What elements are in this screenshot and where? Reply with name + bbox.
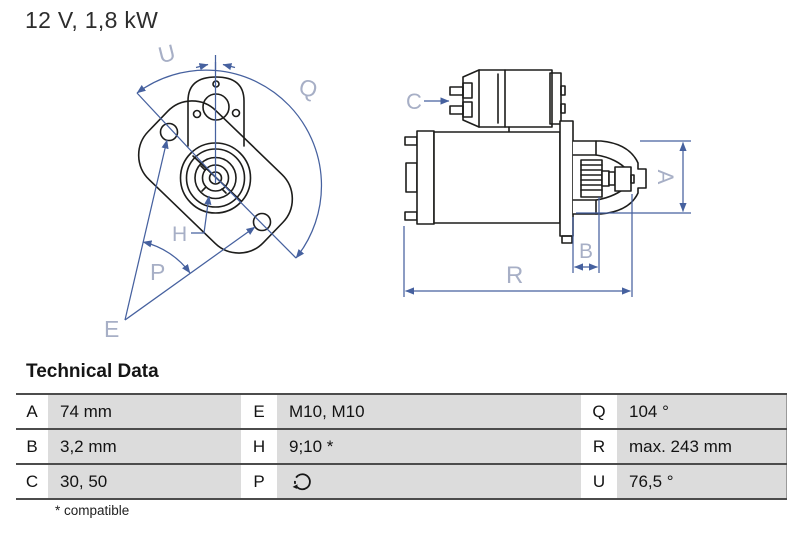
spec-value (277, 465, 581, 498)
side-view-dimensions (403, 97, 691, 297)
rear-end-cap (416, 130, 435, 225)
bracket-screw-hole (192, 109, 202, 119)
pinion-shaft (601, 170, 610, 187)
dimension-label-c: C (406, 89, 422, 114)
radial-line-q (215, 176, 297, 259)
solenoid-terminal-stud (449, 86, 464, 96)
solenoid-front-taper (462, 69, 480, 128)
solenoid-rear-cap (549, 72, 562, 125)
spec-key: B (16, 430, 48, 463)
table-row: C 30, 50 P U 76,5 ° (16, 463, 787, 500)
technical-data-table: A 74 mm E M10, M10 Q 104 ° B 3,2 mm H 9;… (16, 393, 787, 500)
technical-data-heading: Technical Data (26, 361, 159, 382)
rotation-direction-counterclockwise-icon (292, 472, 311, 490)
dimension-label-b: B (579, 240, 593, 263)
dimension-label-h: H (172, 223, 187, 246)
solenoid-body (478, 69, 553, 128)
rear-terminal-block (405, 162, 418, 193)
spec-value: 74 mm (48, 395, 241, 428)
spec-key: U (581, 465, 617, 498)
bracket-screw-hole (231, 108, 241, 118)
angle-dimension-arc (136, 69, 323, 259)
dimension-label-u: U (156, 39, 178, 68)
mounting-flange-plate (559, 120, 574, 237)
spec-key: H (241, 430, 277, 463)
solenoid-cap-bump (560, 85, 566, 96)
flange-plate-foot (561, 235, 573, 244)
technical-data-footnote: * compatible (55, 503, 130, 518)
solenoid-terminal-nut (462, 82, 473, 99)
dimension-label-p: P (150, 259, 165, 285)
solenoid-terminal-nut (462, 101, 473, 118)
radial-line-u (136, 92, 216, 178)
shaft-collar (608, 171, 616, 186)
starter-motor-diagram: U Q H P E (104, 39, 691, 342)
page-title: 12 V, 1,8 kW (25, 7, 159, 33)
leader-line-h (191, 195, 212, 234)
spec-key: R (581, 430, 617, 463)
bolt-hole-upper-left (159, 122, 179, 142)
rear-tab (404, 211, 418, 221)
spec-value: 30, 50 (48, 465, 241, 498)
spec-key: Q (581, 395, 617, 428)
table-row: B 3,2 mm H 9;10 * R max. 243 mm (16, 428, 787, 463)
shaft-end-nub (630, 174, 635, 184)
hub-notch (221, 188, 227, 194)
hub-notch (201, 186, 207, 192)
angle-dimension-arc-p (142, 240, 191, 274)
dimension-label-r: R (506, 262, 523, 289)
table-row: A 74 mm E M10, M10 Q 104 ° (16, 393, 787, 428)
dimension-label-q: Q (296, 73, 320, 103)
spec-key: A (16, 395, 48, 428)
spec-key: C (16, 465, 48, 498)
solenoid-terminal-stud (449, 105, 464, 115)
dimension-label-e: E (104, 316, 119, 342)
motor-body (433, 131, 561, 224)
shaft-end-piece (614, 166, 632, 192)
tick-arrow-left (195, 63, 209, 71)
spec-key: P (241, 465, 277, 498)
solenoid-cap-bump (560, 103, 566, 114)
spec-value: max. 243 mm (617, 430, 787, 463)
spec-value: 3,2 mm (48, 430, 241, 463)
dimension-label-a: A (653, 170, 678, 185)
rear-tab (404, 136, 418, 146)
tick-arrow-right (222, 63, 236, 71)
spec-key: E (241, 395, 277, 428)
side-view-drawing (404, 69, 647, 244)
spec-value: 76,5 ° (617, 465, 787, 498)
leader-line-e2 (124, 226, 256, 321)
leader-line-e1 (124, 139, 169, 321)
spec-value: M10, M10 (277, 395, 581, 428)
spec-value: 104 ° (617, 395, 787, 428)
spec-value: 9;10 * (277, 430, 581, 463)
front-view-dimensions (124, 55, 323, 321)
bolt-hole-lower-right (252, 212, 272, 232)
